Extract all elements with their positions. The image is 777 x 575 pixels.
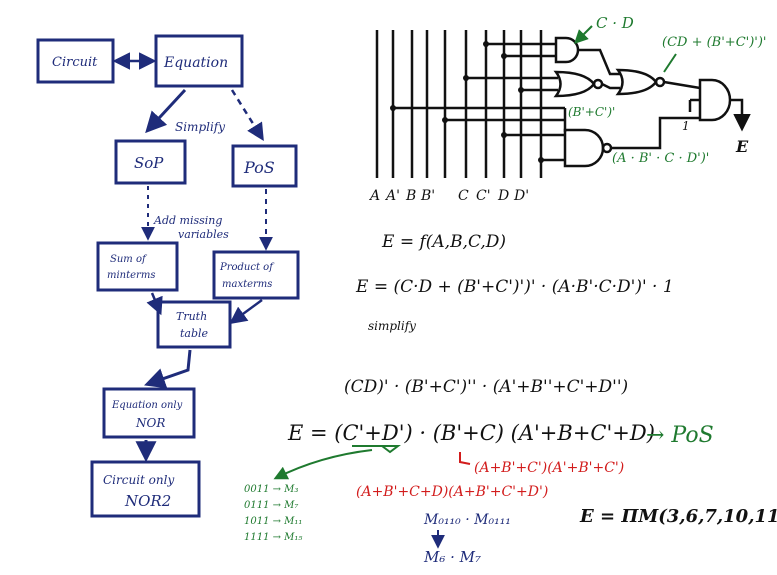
nor-gate-bc	[553, 70, 596, 98]
box-pos	[231, 144, 298, 188]
flowchart-labels: Circuit Equation Simplify SoP PoS Add mi…	[52, 55, 275, 510]
maxterm-4: 1111 → M₁₅	[244, 532, 302, 543]
label-product-of: Product of	[219, 262, 275, 273]
eq-product-maxterms: E = ΠM(3,6,7,10,11,14,15)	[579, 506, 777, 527]
note-one: 1	[682, 119, 690, 133]
red-expansion-1: (A+B'+C')(A'+B'+C')	[474, 460, 624, 476]
bus-labels: A A' B B' C C' D D'	[368, 188, 529, 204]
bus-label-a-prime: A'	[384, 188, 400, 204]
note-bc-inv: (B'+C')'	[568, 105, 615, 119]
output-e: E	[735, 137, 749, 156]
label-variables: variables	[178, 228, 229, 241]
label-minterms: minterms	[107, 270, 155, 281]
circuit-dots	[390, 41, 544, 163]
red-expansion-2: (A+B'+C+D)(A+B'+C'+D')	[356, 484, 548, 500]
label-circuit-only: Circuit only	[103, 473, 174, 487]
label-circuit: Circuit	[52, 55, 98, 70]
label-add-missing: Add missing	[153, 214, 222, 227]
maxterm-result: M₀₁₁₀ · M₀₁₁₁ M₆ · M₇	[423, 512, 511, 566]
eq-function: E = f(A,B,C,D)	[381, 232, 506, 252]
box-equation-nor	[102, 387, 196, 439]
box-product-maxterms	[212, 250, 300, 300]
label-equation-only: Equation only	[111, 400, 183, 411]
bus-label-d-prime: D'	[513, 188, 529, 204]
note-abcd: (A · B' · C · D')'	[612, 151, 709, 166]
flowchart	[36, 34, 300, 518]
label-sum-of: Sum of	[110, 254, 148, 265]
label-simplify: Simplify	[175, 120, 225, 134]
maxterm-2: 0111 → M₇	[244, 500, 298, 511]
eq-demorgan: (CD)' · (B'+C')'' · (A'+B''+C'+D'')	[344, 377, 628, 397]
label-nor2: NOR2	[124, 492, 171, 510]
label-sop: SoP	[134, 154, 164, 172]
bus-label-c: C	[458, 188, 469, 204]
note-cd-plus: (CD + (B'+C')')'	[662, 35, 767, 50]
bus-label-b-prime: B'	[420, 188, 435, 204]
box-sum-minterms	[96, 241, 179, 292]
label-pos: PoS	[243, 158, 275, 177]
note-cd: C · D	[596, 14, 634, 32]
maxterm-1: 0011 → M₃	[244, 484, 298, 495]
label-equation: Equation	[163, 55, 228, 71]
bus-label-d: D	[497, 188, 509, 204]
red-expansions: (A+B'+C')(A'+B'+C') (A+B'+C+D)(A+B'+C'+D…	[356, 460, 624, 500]
label-maxterms: maxterms	[222, 279, 272, 290]
bus-label-a: A	[368, 188, 380, 204]
circuit-annotations: C · D (CD + (B'+C')')' (B'+C')' (A · B' …	[568, 14, 767, 166]
maxterm-3: 1011 → M₁₁	[244, 516, 302, 527]
maxterm-binary: M₀₁₁₀ · M₀₁₁₁	[423, 512, 511, 528]
equations: E = f(A,B,C,D) E = (C·D + (B'+C')')' · (…	[287, 232, 674, 445]
nand-gate-abcd	[563, 128, 605, 168]
and-gate-final	[698, 78, 732, 122]
box-truth-table	[156, 300, 232, 349]
logic-circuit	[375, 30, 751, 178]
and-gate-cd	[554, 36, 580, 64]
eq-pos-label: → PoS	[646, 423, 714, 448]
maxterm-list: 0011 → M₃ 0111 → M₇ 1011 → M₁₁ 1111 → M₁…	[244, 484, 302, 543]
eq-simplify-note: simplify	[368, 319, 416, 333]
bus-label-c-prime: C'	[476, 188, 491, 204]
label-truth: Truth	[176, 310, 207, 323]
label-table: table	[180, 327, 209, 340]
eq-expanded: E = (C·D + (B'+C')')' · (A·B'·C·D')' · 1	[355, 277, 674, 297]
bus-label-b: B	[405, 188, 416, 204]
box-sop	[114, 139, 187, 185]
label-nor: NOR	[135, 416, 165, 430]
maxterm-decimal: M₆ · M₇	[423, 548, 481, 566]
eq-pos-form: E = (C'+D') · (B'+C) (A'+B+C'+D)	[287, 421, 655, 445]
nor-gate-combine	[615, 68, 658, 96]
